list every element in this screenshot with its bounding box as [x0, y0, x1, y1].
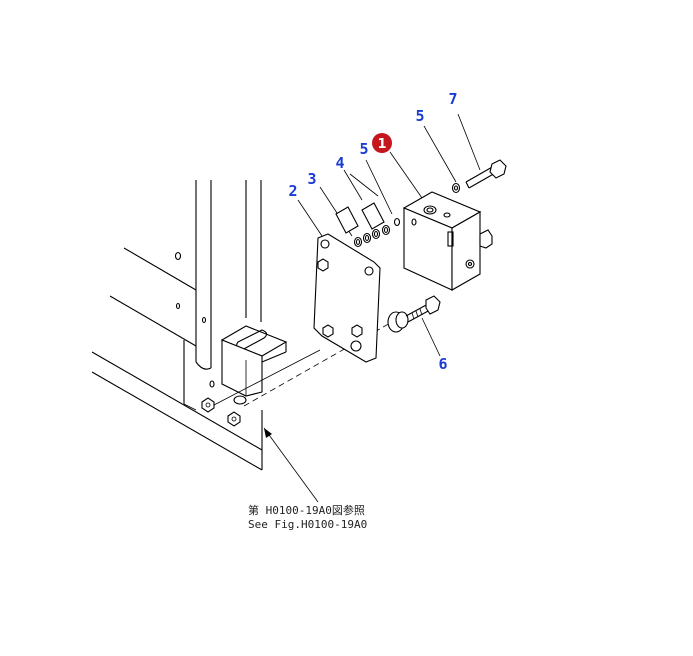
callout-1-badge	[372, 133, 392, 153]
callout-4: 4	[335, 154, 344, 172]
mounting-bracket	[220, 325, 288, 405]
long-bolt	[465, 159, 507, 189]
callout-2: 2	[288, 182, 297, 200]
reference-jp: 第 H0100-19A0図参照	[248, 503, 365, 517]
callout-5-washer: 5	[415, 107, 424, 125]
frame-structure	[91, 180, 263, 471]
callout-6: 6	[438, 355, 447, 373]
o-ring-set	[353, 217, 401, 248]
rubber-mount-bolt	[387, 295, 441, 333]
frame-nut-lower	[227, 411, 241, 427]
mounting-plate	[313, 233, 381, 363]
washer	[451, 182, 461, 194]
valve-block	[402, 191, 493, 291]
callout-5-oring: 5	[359, 140, 368, 158]
callout-3: 3	[307, 170, 316, 188]
leader-lines	[263, 113, 481, 503]
callout-1: 1	[377, 137, 386, 152]
frame-nut-upper	[201, 397, 215, 413]
callout-7: 7	[448, 90, 457, 108]
reference-en: See Fig.H0100-19A0	[248, 518, 367, 531]
